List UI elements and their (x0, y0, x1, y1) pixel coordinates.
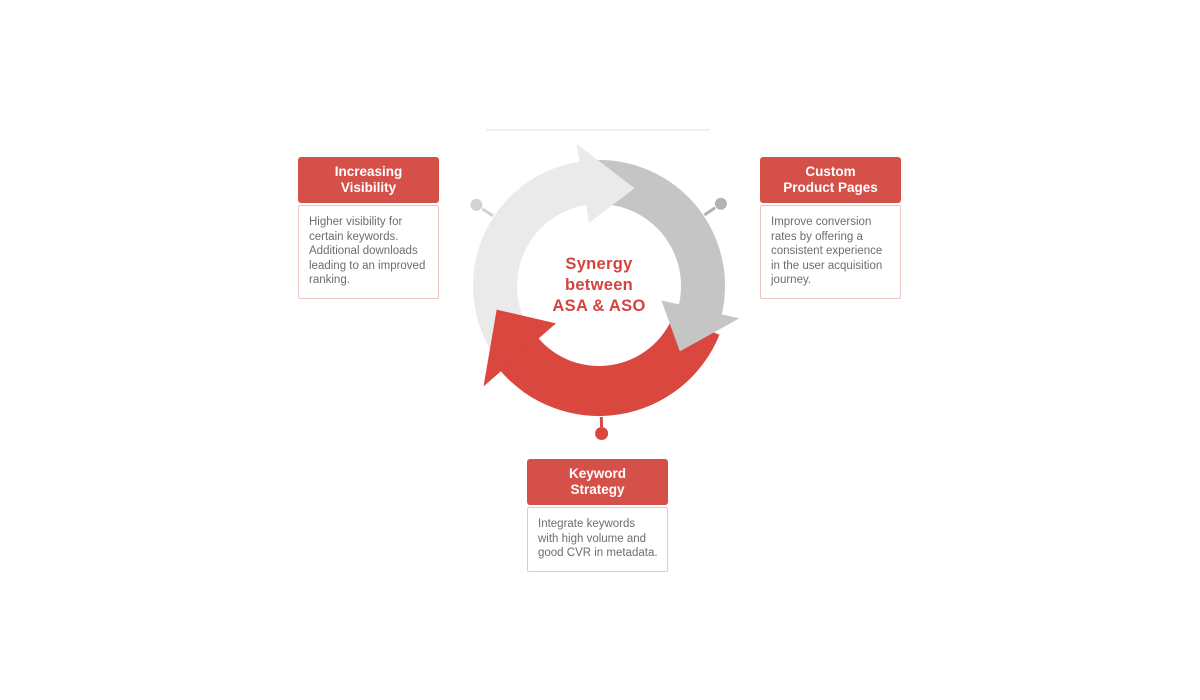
card-body-custom-product-pages: Improve conversion rates by offering a c… (760, 205, 901, 299)
card-header-line-2: Visibility (340, 180, 397, 195)
connector-dot-left (470, 198, 483, 211)
card-keyword-strategy: Keyword Strategy Integrate keywords with… (527, 459, 668, 572)
card-increasing-visibility: Increasing Visibility Higher visibility … (298, 157, 439, 299)
cycle-arrow-mid-head (661, 300, 740, 352)
card-header-line-1: Custom (805, 164, 856, 179)
card-header-line-2: Strategy (570, 482, 625, 497)
connector-dot-right (714, 197, 727, 210)
diagram-title-line-2: between (564, 276, 634, 294)
diagram-title: Synergy between ASA & ASO (499, 254, 699, 317)
diagram-title-line-3: ASA & ASO (552, 297, 646, 315)
cycle-arrow-light-head (576, 143, 635, 223)
connector-dot-bottom (595, 427, 609, 440)
cycle-arrow-red-body (499, 316, 720, 417)
card-body-keyword-strategy: Integrate keywords with high volume and … (527, 507, 668, 572)
card-header-custom-product-pages: Custom Product Pages (760, 157, 901, 203)
card-header-keyword-strategy: Keyword Strategy (527, 459, 668, 505)
top-divider-line (486, 129, 710, 131)
card-header-line-1: Keyword (568, 466, 626, 481)
card-body-increasing-visibility: Higher visibility for certain keywords. … (298, 205, 439, 299)
card-header-line-1: Increasing (334, 164, 403, 179)
card-header-increasing-visibility: Increasing Visibility (298, 157, 439, 203)
diagram-title-line-1: Synergy (565, 255, 633, 273)
card-header-line-2: Product Pages (783, 180, 878, 195)
cycle-arrow-red-head (483, 309, 556, 387)
card-custom-product-pages: Custom Product Pages Improve conversion … (760, 157, 901, 299)
